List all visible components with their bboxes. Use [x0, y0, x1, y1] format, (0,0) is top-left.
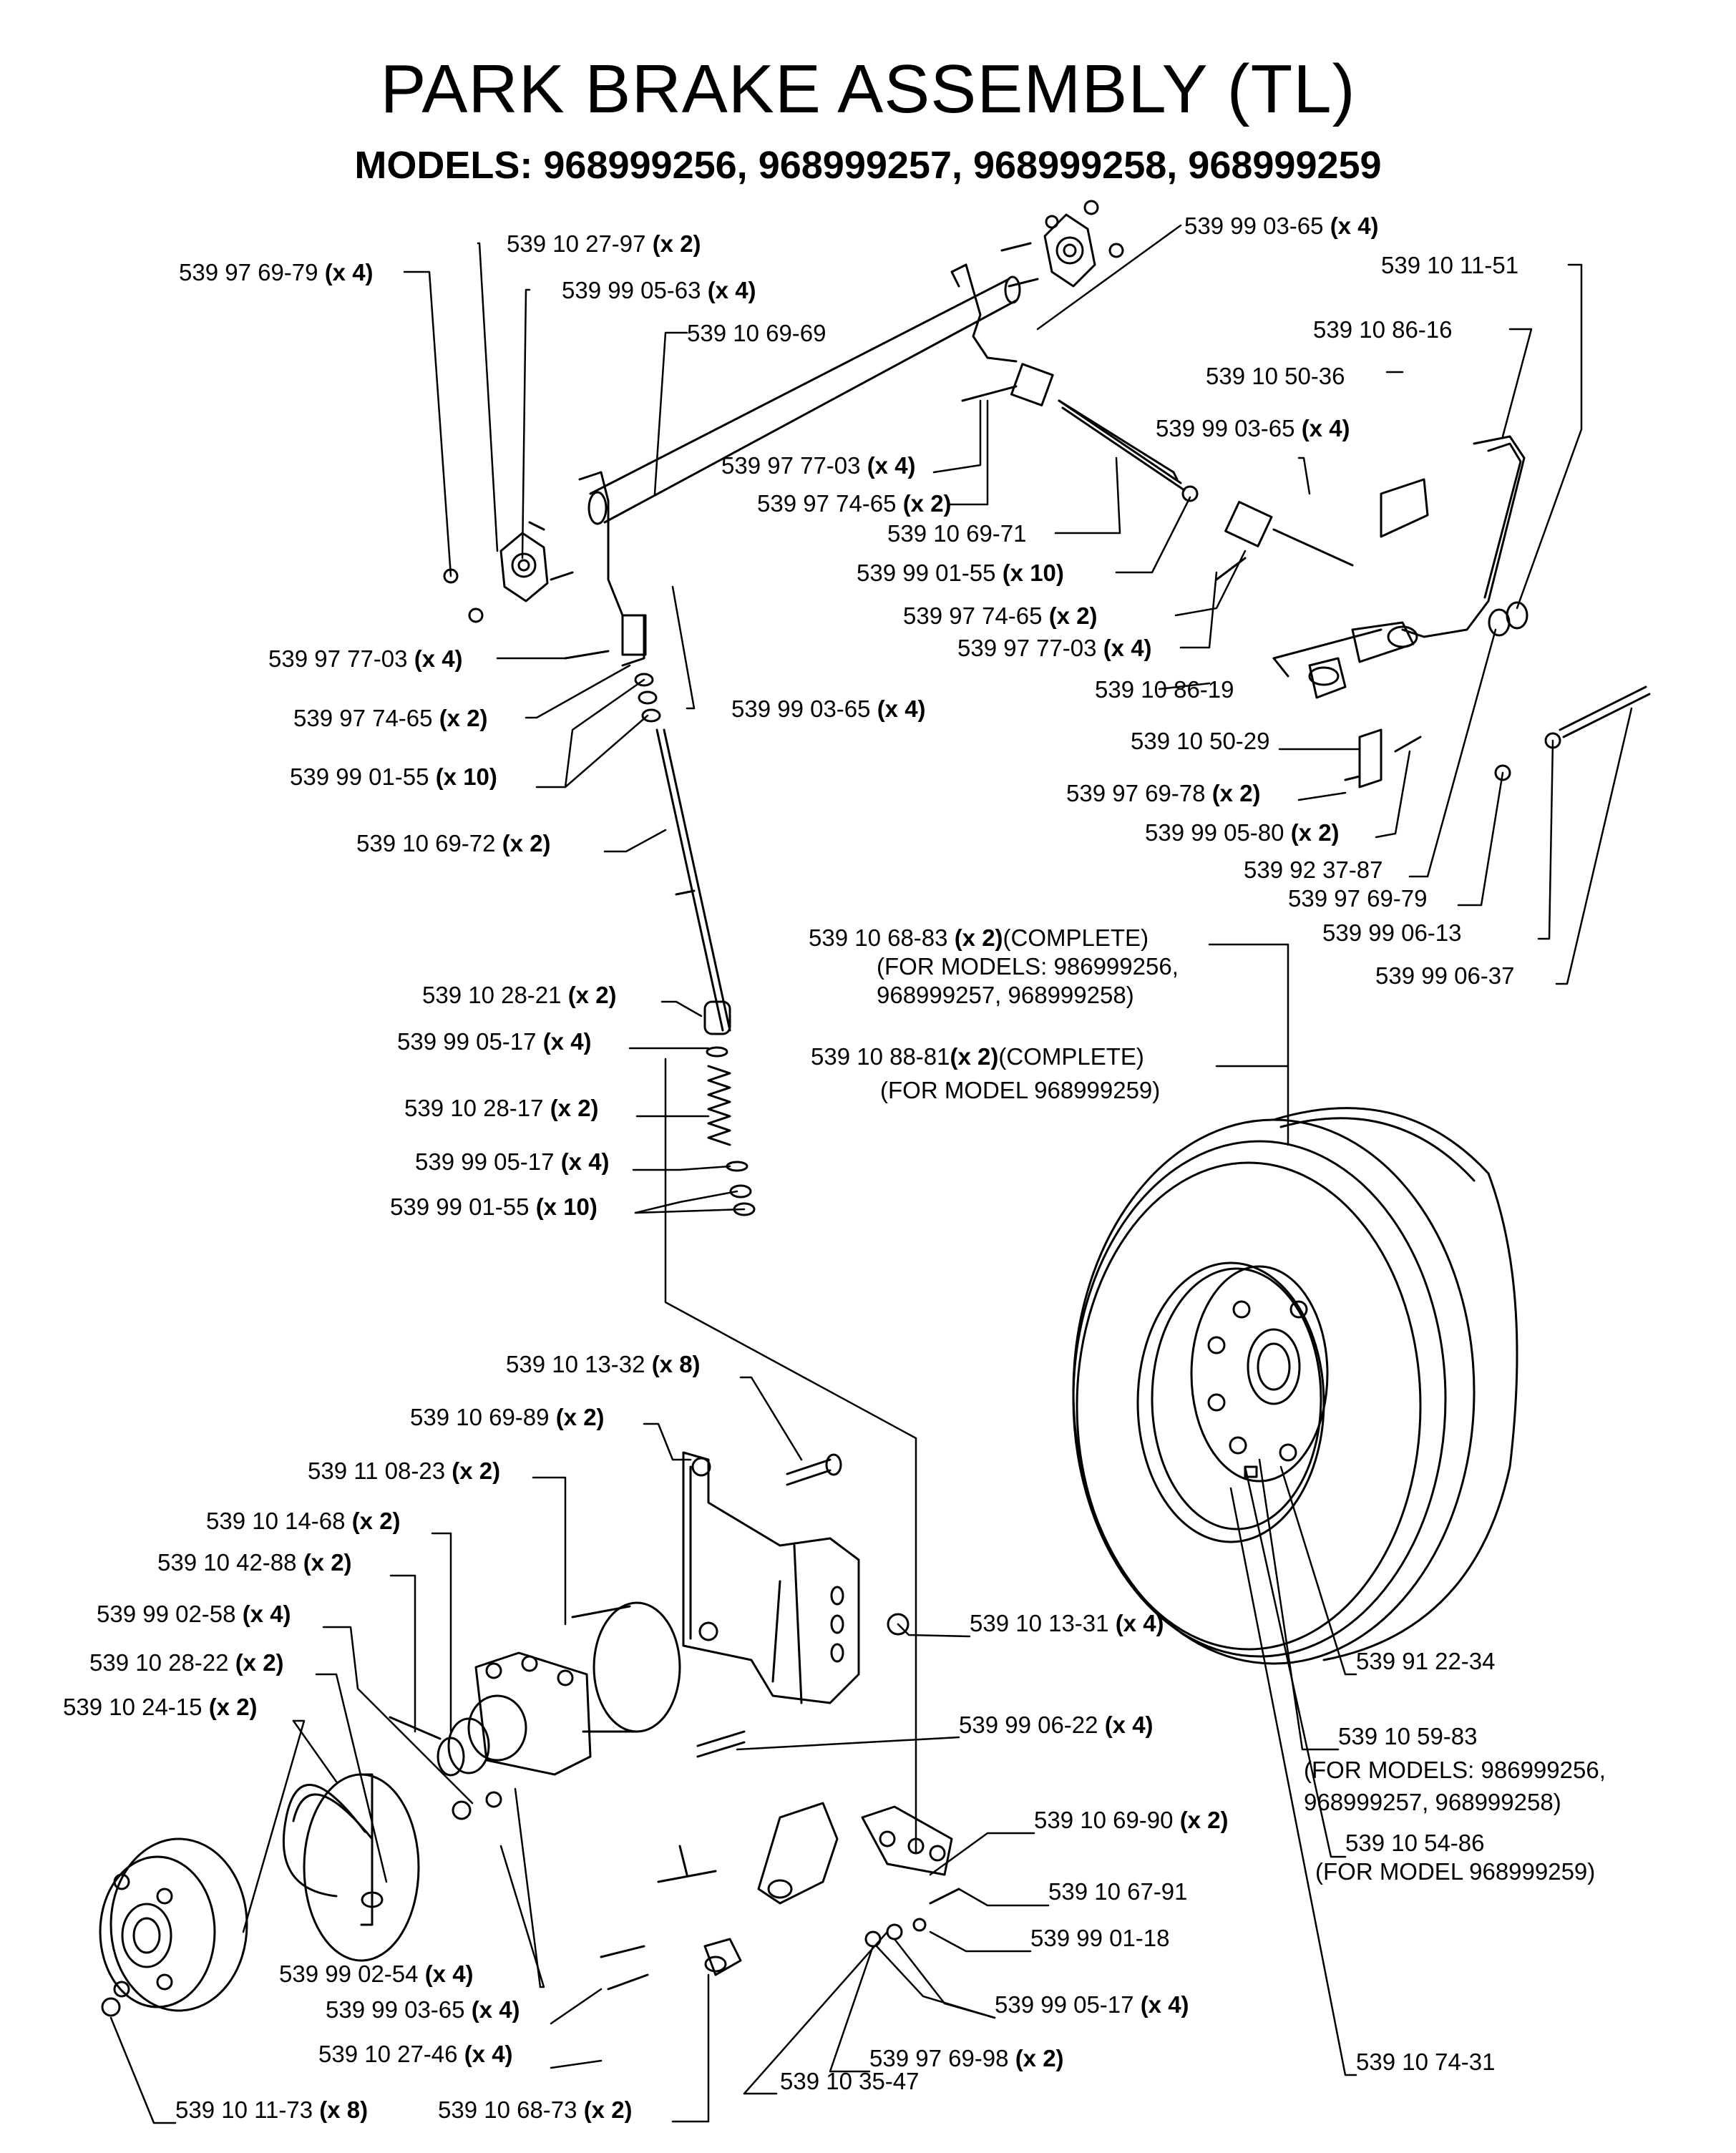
part-label: 539 10 50-29: [1131, 728, 1270, 754]
mount-bolts: [696, 1453, 910, 1758]
brake-rod-right: [1058, 399, 1199, 502]
part-label: 539 99 05-80 (x 2): [1145, 819, 1340, 846]
part-label: 539 99 01-18: [1030, 1925, 1170, 1951]
part-label: 539 99 05-17 (x 4): [415, 1148, 610, 1175]
part-label: 539 10 14-68 (x 2): [206, 1508, 401, 1534]
part-label: 539 10 27-46 (x 4): [318, 2041, 513, 2067]
part-label: 539 10 69-90 (x 2): [1034, 1807, 1229, 1833]
brake-band: [282, 1773, 420, 1962]
part-label: 539 10 28-22 (x 2): [89, 1649, 284, 1676]
brake-drum-hub: [99, 1837, 248, 2017]
part-label: 539 99 03-65 (x 4): [326, 1996, 520, 2023]
part-label: 539 99 02-54 (x 4): [279, 1961, 474, 1987]
pedal-bracket-small: [1344, 728, 1422, 789]
diagram-title: PARK BRAKE ASSEMBLY (TL): [380, 51, 1356, 127]
brake-rod-left: [634, 673, 731, 1032]
part-label: 539 10 67-91: [1048, 1878, 1188, 1905]
brake-pedal: [1272, 435, 1526, 699]
part-label: 539 97 69-78 (x 2): [1066, 780, 1261, 806]
pedal-pivot-bolt: [1494, 685, 1651, 781]
part-label: 539 97 69-79 (x 4): [179, 259, 374, 285]
part-label: 539 10 42-88 (x 2): [157, 1549, 352, 1576]
part-label: 539 10 27-97 (x 2): [507, 230, 701, 257]
part-label: 539 10 68-83 (x 2)(COMPLETE): [809, 924, 1149, 951]
models-subtitle: MODELS: 968999256, 968999257, 968999258,…: [354, 144, 1382, 187]
part-label: 539 10 28-17 (x 2): [404, 1095, 599, 1121]
cross-shaft: [587, 275, 1021, 525]
part-label: 539 99 06-37: [1375, 962, 1515, 989]
part-label: 539 10 11-73 (x 8): [175, 2096, 369, 2123]
rod-spring: [703, 1000, 756, 1216]
part-label: 539 99 06-13: [1322, 919, 1462, 946]
part-label: 539 10 50-36: [1206, 363, 1345, 389]
part-label: 539 92 37-87: [1244, 856, 1383, 883]
part-label: 539 99 05-17 (x 4): [397, 1028, 592, 1055]
part-label: 539 97 74-65 (x 2): [903, 602, 1098, 629]
shaft-arm-left: [564, 471, 647, 667]
part-label: 539 10 13-31 (x 4): [970, 1610, 1164, 1636]
part-label: 539 99 01-55 (x 10): [857, 560, 1064, 586]
part-label: 539 10 28-21 (x 2): [422, 982, 617, 1008]
part-label: 539 99 05-17 (x 4): [995, 1991, 1189, 2018]
wheel-motor: [389, 1601, 681, 1820]
part-label: 539 99 02-58 (x 4): [97, 1601, 291, 1627]
part-label: 539 99 01-55 (x 10): [390, 1193, 598, 1220]
part-label: 539 10 69-71: [887, 520, 1027, 547]
part-label: 539 10 69-69: [687, 320, 826, 346]
part-label: 539 99 03-65 (x 4): [1184, 213, 1379, 239]
part-label: 968999257, 968999258): [1304, 1789, 1561, 1815]
pedal-bushings: [1488, 601, 1528, 637]
part-label: 539 10 88-81(x 2)(COMPLETE): [811, 1043, 1144, 1070]
part-label: 539 99 03-65 (x 4): [731, 695, 926, 722]
part-label: 539 97 69-98 (x 2): [869, 2045, 1064, 2071]
shaft-bearing-flange-right: [1000, 200, 1124, 288]
part-label: 539 10 24-15 (x 2): [63, 1694, 258, 1720]
part-label: 539 10 86-19: [1095, 676, 1234, 703]
part-label: (FOR MODELS: 986999256,: [1304, 1757, 1606, 1783]
part-label: 539 11 08-23 (x 2): [308, 1458, 501, 1484]
wheel-tire: [1072, 1107, 1518, 1665]
part-label: 539 10 59-83: [1338, 1723, 1478, 1749]
shaft-arm-right: [950, 263, 1179, 481]
part-label: 539 10 69-89 (x 2): [410, 1404, 605, 1430]
part-label: (FOR MODEL 968999259): [1315, 1858, 1596, 1885]
part-label: 539 10 68-73 (x 2): [438, 2096, 633, 2123]
part-label: 539 10 54-86: [1345, 1830, 1485, 1856]
part-label: 539 97 74-65 (x 2): [757, 490, 952, 517]
part-label: 539 99 03-65 (x 4): [1156, 415, 1350, 441]
motor-mount-plate: [682, 1451, 860, 1704]
part-label: 968999257, 968999258): [877, 982, 1134, 1008]
part-label: 539 97 74-65 (x 2): [293, 705, 488, 731]
part-label: 539 97 77-03 (x 4): [721, 452, 916, 479]
part-label: 539 10 69-72 (x 2): [356, 830, 551, 856]
part-label: (FOR MODELS: 986999256,: [877, 953, 1179, 980]
part-label: 539 91 22-34: [1356, 1648, 1496, 1674]
part-label: 539 97 69-79: [1288, 885, 1428, 912]
part-label: 539 99 05-63 (x 4): [562, 277, 756, 303]
part-label: 539 10 11-51: [1381, 252, 1519, 278]
part-label: 539 99 06-22 (x 4): [959, 1712, 1154, 1738]
part-label: 539 10 35-47: [780, 2068, 920, 2094]
part-label: 539 97 77-03 (x 4): [957, 635, 1152, 661]
brake-linkage: [600, 1802, 960, 1991]
shaft-bearing-flange-left: [443, 521, 574, 623]
part-label: 539 10 86-16: [1313, 316, 1453, 343]
part-label: 539 10 74-31: [1356, 2049, 1496, 2075]
part-label: 539 10 13-32 (x 8): [506, 1351, 701, 1377]
leader-lines: [109, 224, 1633, 2124]
part-label: (FOR MODEL 968999259): [880, 1077, 1161, 1103]
part-label: 539 97 77-03 (x 4): [268, 645, 463, 672]
part-label: 539 99 01-55 (x 10): [290, 763, 497, 790]
